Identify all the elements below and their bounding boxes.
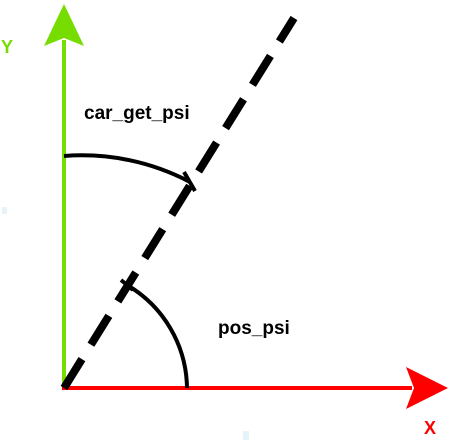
- y-axis-arrowhead: [44, 4, 84, 46]
- pos-psi-arc-tick: [119, 278, 135, 292]
- car-get-psi-arc: [63, 153, 191, 184]
- pos-psi-arc: [125, 283, 189, 389]
- car-get-psi-label: car_get_psi: [84, 103, 190, 124]
- background-speck: [2, 207, 7, 214]
- background-speck: [243, 431, 249, 440]
- car-get-psi-arc-tick: [182, 170, 197, 193]
- pos-psi-label: pos_psi: [218, 318, 290, 339]
- x-axis-arrowhead: [406, 367, 448, 409]
- y-axis: [44, 4, 84, 388]
- heading-dashed-line: [60, 15, 298, 391]
- x-axis: [62, 367, 448, 409]
- y-axis-label: Y: [1, 37, 13, 57]
- x-axis-label: X: [424, 418, 436, 438]
